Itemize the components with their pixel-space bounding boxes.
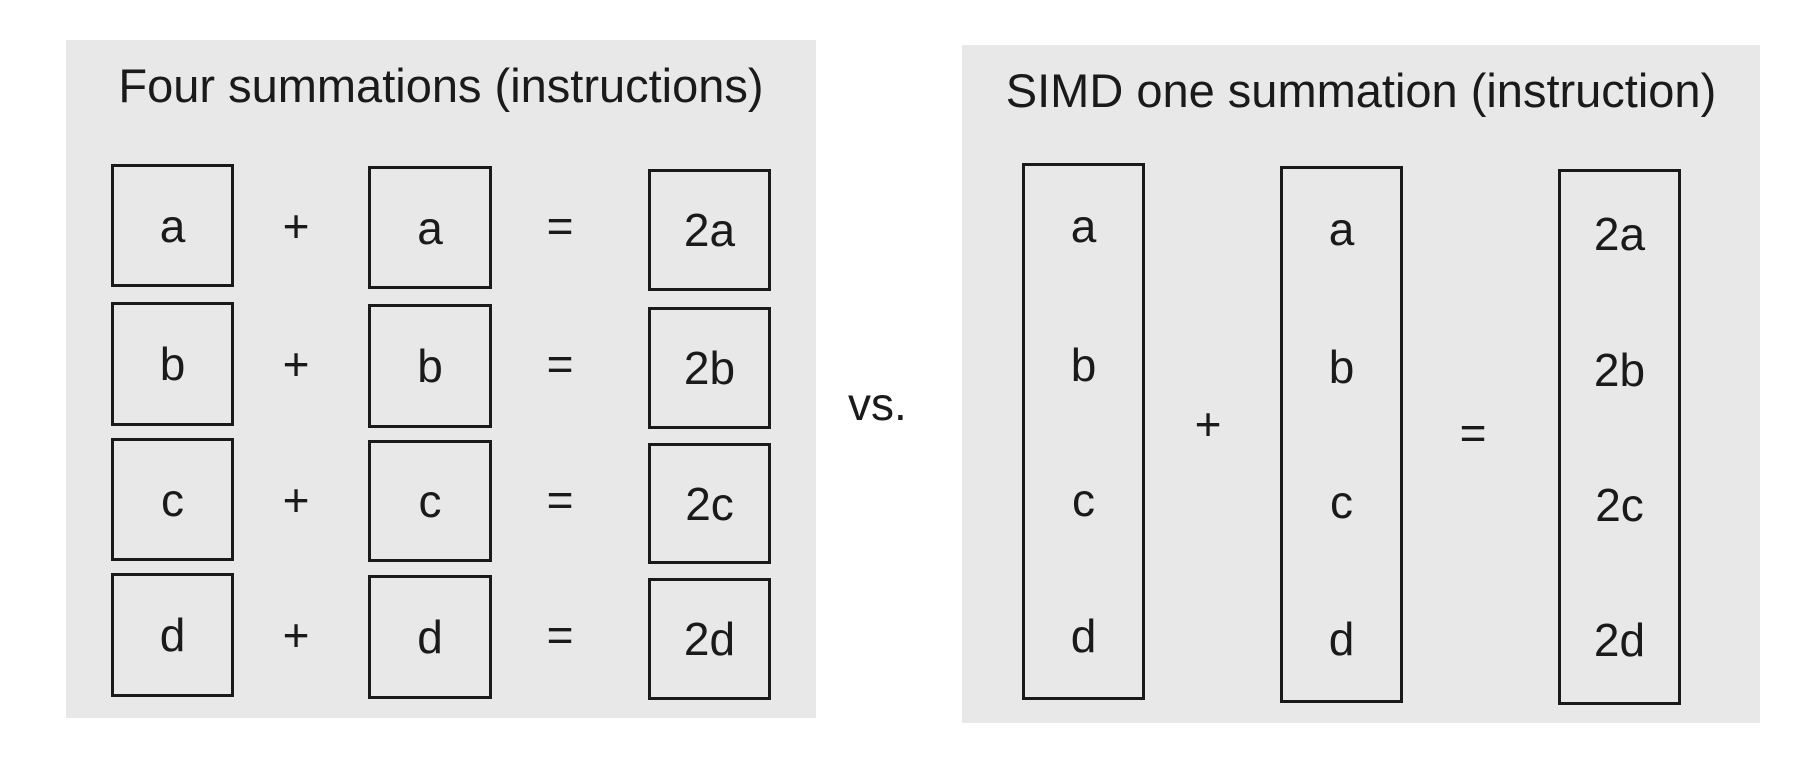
plus-sign-d: +: [282, 609, 310, 661]
operand-c-left: c: [161, 473, 184, 526]
operand-a-left: a: [159, 199, 186, 252]
vs-label: vs.: [848, 378, 907, 430]
simd-rhs-vector: a b c d: [1280, 166, 1403, 703]
operand-c-left-box: c: [111, 438, 234, 561]
result-2a: 2a: [683, 204, 736, 256]
simd-rhs-element-a: a: [1328, 203, 1355, 255]
simd-rhs-element-d: d: [1328, 613, 1355, 665]
simd-rhs-element-b: b: [1328, 341, 1355, 393]
simd-lhs-element-b: b: [1070, 339, 1097, 391]
operand-a-left-box: a: [111, 164, 234, 287]
simd-plus-sign: +: [1194, 398, 1222, 450]
simd-result-element-2a: 2a: [1593, 208, 1646, 260]
operand-c-right-box: c: [368, 440, 492, 562]
result-2a-box: 2a: [648, 169, 771, 291]
operand-d-right: d: [417, 611, 443, 663]
operand-b-right-box: b: [368, 304, 492, 428]
plus-sign-a: +: [282, 200, 310, 252]
simd-equals-sign: =: [1459, 407, 1487, 459]
equals-sign-d: =: [546, 609, 574, 661]
operand-c-right: c: [418, 475, 442, 527]
simd-lhs-vector: a b c d: [1022, 163, 1145, 700]
simd-lhs-element-c: c: [1072, 474, 1095, 526]
simd-summation-panel: SIMD one summation (instruction) a b c d…: [962, 45, 1760, 723]
equals-sign-b: =: [546, 338, 574, 390]
simd-result-element-2b: 2b: [1593, 344, 1646, 396]
equals-sign-a: =: [546, 200, 574, 252]
operand-b-right: b: [417, 340, 443, 392]
operand-d-right-box: d: [368, 575, 492, 699]
simd-lhs-element-a: a: [1070, 200, 1097, 252]
four-summations-title: Four summations (instructions): [118, 59, 764, 112]
equals-sign-c: =: [546, 474, 574, 526]
plus-sign-c: +: [282, 474, 310, 526]
plus-sign-b: +: [282, 338, 310, 390]
simd-summation-title: SIMD one summation (instruction): [1005, 64, 1717, 117]
simd-lhs-element-d: d: [1070, 610, 1097, 662]
operand-a-right-box: a: [368, 166, 492, 289]
simd-result-element-2c: 2c: [1595, 479, 1644, 531]
simd-result-element-2d: 2d: [1593, 614, 1646, 666]
simd-rhs-element-c: c: [1330, 476, 1353, 528]
operand-b-left: b: [159, 338, 186, 390]
operand-a-right: a: [417, 201, 443, 254]
result-2d: 2d: [683, 613, 736, 665]
result-2b-box: 2b: [648, 307, 771, 429]
operand-b-left-box: b: [111, 302, 234, 426]
operand-d-left: d: [159, 609, 186, 661]
result-2b: 2b: [683, 342, 736, 394]
four-summations-panel: Four summations (instructions) a + a = 2…: [66, 40, 816, 718]
operand-d-left-box: d: [111, 573, 234, 697]
simd-result-vector: 2a 2b 2c 2d: [1558, 169, 1681, 705]
result-2c-box: 2c: [648, 443, 771, 564]
result-2c: 2c: [685, 477, 734, 530]
result-2d-box: 2d: [648, 578, 771, 700]
